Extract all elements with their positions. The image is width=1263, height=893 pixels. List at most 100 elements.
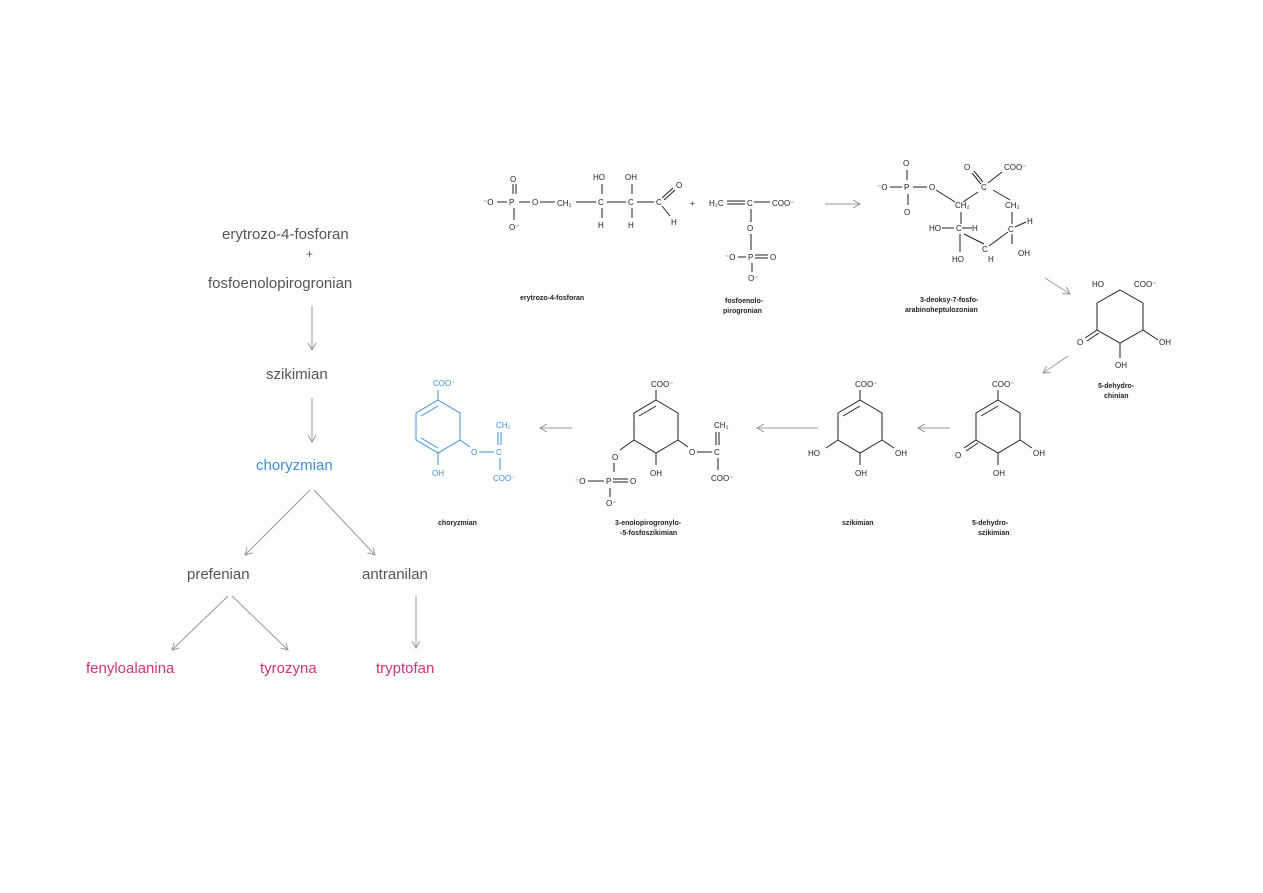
flow-tyrosine-label: tyrozyna xyxy=(260,660,317,677)
svg-text:C: C xyxy=(981,183,987,192)
svg-text:OH: OH xyxy=(1115,361,1127,370)
svg-text:O: O xyxy=(471,448,477,457)
svg-text:O⁻: O⁻ xyxy=(509,223,519,232)
svg-text:OH: OH xyxy=(1033,449,1045,458)
svg-text:⁻O: ⁻O xyxy=(575,477,585,486)
structure-phosphoenolpyruvate: H₂C C COO⁻ O ⁻O P O O⁻ fosfoenolo- pirog… xyxy=(709,199,794,315)
svg-text:O: O xyxy=(929,183,935,192)
svg-text:HO: HO xyxy=(808,449,820,458)
svg-text:COO⁻: COO⁻ xyxy=(711,474,733,483)
svg-text:OH: OH xyxy=(432,469,444,478)
svg-text:COO⁻: COO⁻ xyxy=(651,380,673,389)
svg-text:O: O xyxy=(510,175,516,184)
svg-text:COO⁻: COO⁻ xyxy=(992,380,1014,389)
label-pep-2: pirogronian xyxy=(723,308,762,315)
svg-text:O: O xyxy=(1077,338,1083,347)
svg-text:C: C xyxy=(714,448,720,457)
svg-text:C: C xyxy=(656,198,662,207)
label-erythrose-4-phosphate: erytrozo-4-fosforan xyxy=(520,295,584,302)
svg-text:C: C xyxy=(982,245,988,254)
svg-text:COO⁻: COO⁻ xyxy=(433,379,455,388)
svg-text:COO⁻: COO⁻ xyxy=(1004,163,1026,172)
svg-text:COO⁻: COO⁻ xyxy=(772,199,794,208)
svg-text:C: C xyxy=(628,198,634,207)
svg-text:C: C xyxy=(598,198,604,207)
svg-text:CH₂: CH₂ xyxy=(1005,201,1020,210)
label-shikimate: szikimian xyxy=(842,520,874,527)
svg-text:OH: OH xyxy=(625,173,637,182)
svg-text:HO: HO xyxy=(1092,280,1104,289)
flow-chorismate-label: choryzmian xyxy=(256,457,333,474)
svg-text:C: C xyxy=(747,199,753,208)
structure-epsp: COO⁻ O C CH₂ COO⁻ OH O ⁻O P O O⁻ 3-enolo… xyxy=(575,380,733,537)
svg-text:P: P xyxy=(509,198,514,207)
svg-text:HO: HO xyxy=(593,173,605,182)
svg-text:O: O xyxy=(676,181,682,190)
svg-text:P: P xyxy=(606,477,611,486)
svg-text:⁻O: ⁻O xyxy=(877,183,887,192)
structure-5-dehydroshikimate: COO⁻ OH OH O 5-dehydro- szikimian xyxy=(955,380,1045,537)
svg-text:OH: OH xyxy=(650,469,662,478)
svg-text:OH: OH xyxy=(993,469,1005,478)
flow-phenylalanine-label: fenyloalanina xyxy=(86,660,175,677)
svg-text:O: O xyxy=(532,198,538,207)
svg-text:H: H xyxy=(671,218,677,227)
label-epsp-2: -5-fosfoszikimian xyxy=(620,530,677,537)
label-dahp-1: 3-deoksy-7-fosfo- xyxy=(920,297,979,304)
structure-chorismate: COO⁻ O C CH₂ COO⁻ OH choryzmian xyxy=(415,379,515,527)
svg-text:O⁻: O⁻ xyxy=(606,499,616,508)
label-chorismate: choryzmian xyxy=(438,520,477,527)
svg-text:HO: HO xyxy=(952,255,964,264)
flow-prephenate-label: prefenian xyxy=(187,566,250,583)
svg-text:OH: OH xyxy=(855,469,867,478)
svg-text:O: O xyxy=(747,224,753,233)
svg-text:P: P xyxy=(904,183,909,192)
svg-text:O: O xyxy=(904,208,910,217)
svg-text:OH: OH xyxy=(1159,338,1171,347)
label-5-dehydroquinate-1: 5-dehydro- xyxy=(1098,383,1135,390)
label-5-dehydroshikimate-2: szikimian xyxy=(978,530,1010,537)
svg-text:C: C xyxy=(956,224,962,233)
flow-pep-label: fosfoenolopirogronian xyxy=(208,275,353,292)
svg-text:H: H xyxy=(972,224,978,233)
svg-text:CH₂: CH₂ xyxy=(496,421,511,430)
structure-erythrose-4-phosphate: ⁻O P O O⁻ O CH₂ C HO H C OH H C O H eryt… xyxy=(483,173,682,302)
flow-plus-sign: + xyxy=(306,247,314,261)
label-5-dehydroshikimate-1: 5-dehydro- xyxy=(972,520,1009,527)
plus-sign: + xyxy=(690,199,695,208)
svg-text:C: C xyxy=(496,448,502,457)
svg-text:C: C xyxy=(1008,225,1014,234)
svg-text:H: H xyxy=(598,221,604,230)
structure-5-dehydroquinate: HO COO⁻ OH OH O 5-dehydro- chinian xyxy=(1077,280,1171,400)
flow-anthranilate-label: antranilan xyxy=(362,566,428,583)
svg-text:COO⁻: COO⁻ xyxy=(493,474,515,483)
flow-arrows xyxy=(172,306,416,650)
svg-text:CH₂: CH₂ xyxy=(714,421,729,430)
structure-shikimate: COO⁻ OH OH HO szikimian xyxy=(808,380,907,527)
svg-text:O: O xyxy=(770,253,776,262)
svg-text:CH₂: CH₂ xyxy=(557,199,572,208)
svg-text:⁻O: ⁻O xyxy=(725,253,735,262)
svg-text:COO⁻: COO⁻ xyxy=(1134,280,1156,289)
svg-text:O: O xyxy=(612,453,618,462)
svg-text:O: O xyxy=(964,163,970,172)
flow-tryptophan-label: tryptofan xyxy=(376,660,435,677)
flow-erythrose-label: erytrozo-4-fosforan xyxy=(222,226,349,243)
svg-text:H: H xyxy=(1027,217,1033,226)
svg-text:O: O xyxy=(955,451,961,460)
svg-text:CH₂: CH₂ xyxy=(955,201,970,210)
label-pep-1: fosfoenolo- xyxy=(725,298,764,305)
svg-text:H: H xyxy=(988,255,994,264)
svg-text:OH: OH xyxy=(1018,249,1030,258)
svg-text:O⁻: O⁻ xyxy=(748,274,758,283)
label-dahp-2: arabinoheptulozonian xyxy=(905,307,978,314)
label-epsp-1: 3-enolopirogronylo- xyxy=(615,520,682,527)
svg-text:O: O xyxy=(630,477,636,486)
svg-text:⁻O: ⁻O xyxy=(483,198,493,207)
svg-text:P: P xyxy=(748,253,753,262)
flow-shikimate-label: szikimian xyxy=(266,366,328,383)
svg-text:OH: OH xyxy=(895,449,907,458)
structure-dahp: O ⁻O P O O CH₂ HO C H HO C H C H OH CH₂ … xyxy=(877,159,1033,314)
svg-text:O: O xyxy=(689,448,695,457)
